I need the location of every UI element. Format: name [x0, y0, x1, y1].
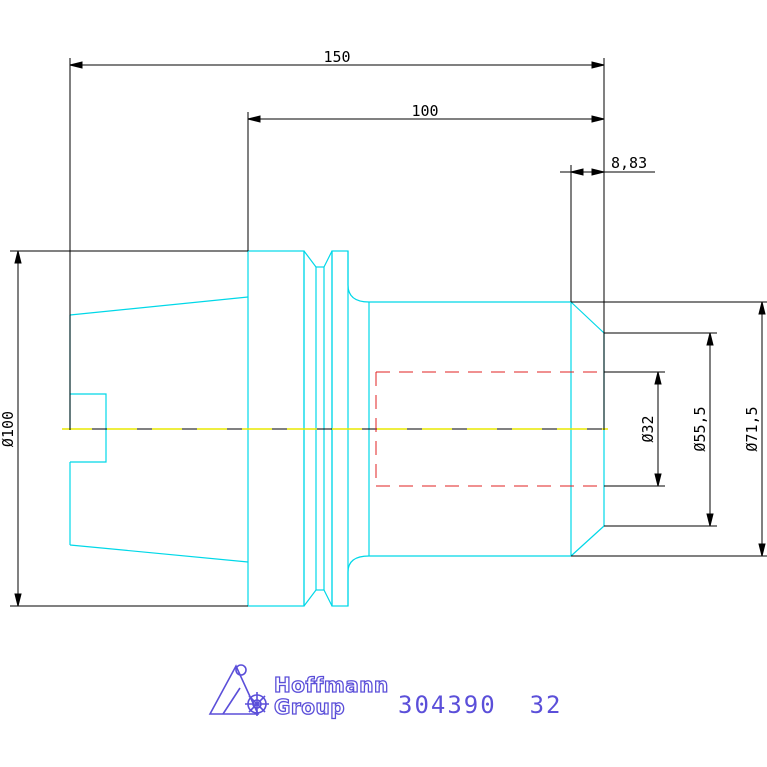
dim-bore-diameter: Ø32	[639, 415, 657, 442]
dim-body-length: 100	[411, 102, 438, 120]
hoffmann-logo: Hoffmann Group	[208, 664, 389, 720]
dimension-lines	[10, 58, 767, 607]
part-number: 304390 32	[398, 691, 563, 719]
dim-body-diameter: Ø71,5	[743, 406, 761, 451]
logo-line-1: Hoffmann	[274, 673, 389, 697]
dim-chamfer: 8,83	[611, 154, 647, 172]
dim-overall-length: 150	[323, 48, 350, 66]
hidden-bore	[375, 371, 604, 487]
logo-mark-icon	[208, 664, 269, 716]
dim-shank-diameter: Ø55,5	[691, 406, 709, 451]
logo-line-2: Group	[274, 695, 345, 719]
dim-flange-diameter: Ø100	[0, 411, 17, 447]
